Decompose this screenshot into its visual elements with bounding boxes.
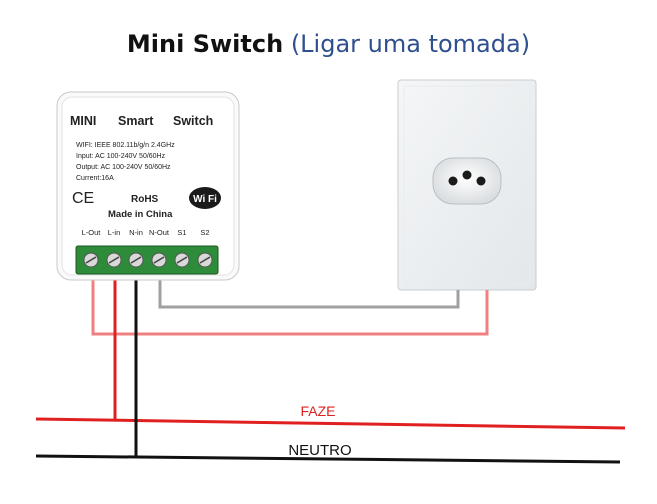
module-header-switch: Switch bbox=[173, 114, 213, 128]
terminal-screw-slot-5 bbox=[176, 256, 188, 264]
made-in-label: Made in China bbox=[108, 209, 173, 220]
neutral-label: NEUTRO bbox=[288, 442, 351, 459]
mini-switch-module: MINI Smart Switch WIFI: IEEE 802.11b/g/n… bbox=[56, 91, 240, 281]
module-spec-input: Input: AC 100-240V 50/60Hz bbox=[76, 153, 166, 160]
ce-mark: CE bbox=[72, 190, 94, 207]
wires bbox=[35, 268, 626, 464]
terminal-labels: L-Out L-in N-in N-Out S1 S2 bbox=[82, 228, 210, 237]
wall-outlet bbox=[397, 79, 537, 291]
diagram-title: Mini Switch (Ligar uma tomada) bbox=[0, 30, 657, 58]
terminal-label-l-out: L-Out bbox=[82, 228, 102, 237]
wifi-icon: Wi Fi bbox=[189, 187, 221, 209]
module-spec-current: Current:16A bbox=[76, 175, 114, 182]
terminal-label-n-in: N-in bbox=[129, 228, 143, 237]
wire-neutral-out bbox=[158, 268, 460, 309]
terminal-label-l-in: L-in bbox=[108, 228, 121, 237]
terminal-screws bbox=[83, 252, 213, 268]
wire-phase-main bbox=[35, 417, 626, 430]
terminal-screw-slot-6 bbox=[199, 256, 211, 264]
module-header-mini: MINI bbox=[70, 114, 96, 128]
terminal-label-s2: S2 bbox=[200, 228, 209, 237]
terminal-screw-slot-2 bbox=[108, 256, 120, 264]
title-bold: Mini Switch bbox=[126, 30, 284, 58]
terminal-screw-slot-4 bbox=[153, 256, 165, 264]
outlet-hole-right bbox=[476, 176, 486, 186]
module-spec-wifi: WIFI: IEEE 802.11b/g/n 2.4GHz bbox=[76, 142, 175, 149]
terminal-screw-slot-3 bbox=[130, 256, 142, 264]
phase-label: FAZE bbox=[300, 403, 335, 419]
outlet-hole-left bbox=[448, 176, 458, 186]
title-subtitle: (Ligar uma tomada) bbox=[290, 30, 531, 58]
wire-neutral-main bbox=[35, 454, 621, 464]
terminal-screw-slot-1 bbox=[85, 256, 97, 264]
wire-load-return bbox=[91, 268, 489, 336]
outlet-hole-top bbox=[462, 170, 472, 180]
terminal-label-s1: S1 bbox=[177, 228, 186, 237]
outlet-socket bbox=[432, 157, 502, 205]
terminal-label-n-out: N-Out bbox=[149, 228, 170, 237]
module-header-smart: Smart bbox=[118, 114, 154, 128]
wifi-badge-text: Wi Fi bbox=[193, 194, 217, 205]
module-spec-output: Output: AC 100-240V 50/60Hz bbox=[76, 164, 171, 171]
rohs-label: RoHS bbox=[131, 194, 159, 205]
